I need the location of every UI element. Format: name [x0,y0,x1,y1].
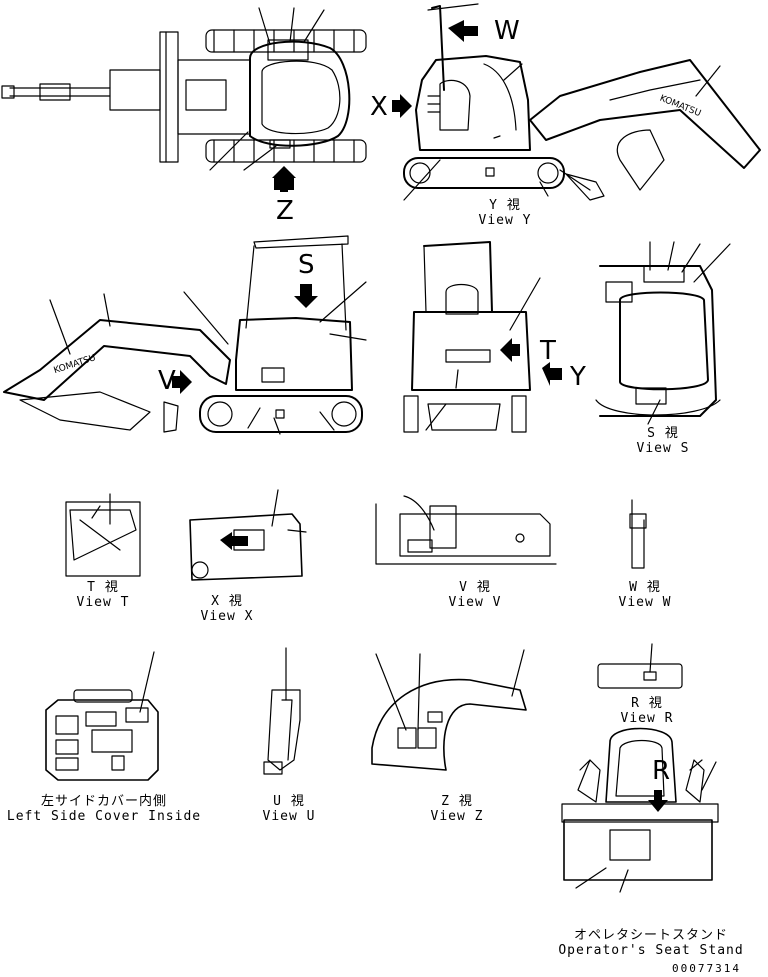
view-x-jp: X 視 [211,594,243,609]
arrow-letter-s: S [298,250,315,280]
left-cover-caption: 左サイドカバー内側 Left Side Cover Inside [4,794,204,824]
svg-text:KOMATSU: KOMATSU [658,94,702,120]
view-w-drawing [630,500,646,568]
view-r-drawing [598,644,682,688]
view-y-jp: Y 視 [489,198,521,213]
view-t-jp: T 視 [87,580,119,595]
seat-stand-en: Operator's Seat Stand [558,943,744,958]
arrow-letter-t: T [540,336,556,366]
seat-stand-jp: オペレタシートスタンド [573,928,728,943]
arrow-letter-x: X [370,92,388,122]
view-s-jp: S 視 [647,426,679,441]
arrow-letter-y: Y [570,362,586,392]
view-x-caption: X 視 View X [192,594,262,624]
arrow-letter-v: V [158,366,176,396]
view-z-en: View Z [430,809,484,824]
seat-stand-caption: オペレタシートスタンド Operator's Seat Stand [556,928,746,958]
view-r-en: View R [620,711,674,726]
view-u-caption: U 視 View U [254,794,324,824]
view-x-en: View X [200,609,254,624]
view-t-en: View T [76,595,130,610]
arrow-letter-z: Z [276,196,294,226]
view-v-drawing [376,496,556,564]
view-v-caption: V 視 View V [440,580,510,610]
arrow-letter-w: W [494,16,520,46]
view-s-caption: S 視 View S [628,426,698,456]
left-cover-en: Left Side Cover Inside [6,809,202,824]
view-u-drawing [264,648,300,774]
view-y-caption: Y 視 View Y [470,198,540,228]
rear-view [404,242,562,432]
view-x-drawing [190,490,306,580]
view-w-en: View W [618,595,672,610]
top-plan-view [2,8,366,192]
view-z-drawing [372,650,526,770]
view-t-caption: T 視 View T [68,580,138,610]
side-view-right: KOMATSU [392,4,760,200]
view-v-jp: V 視 [459,580,491,595]
arrow-letter-r: R [652,756,671,786]
view-z-caption: Z 視 View Z [422,794,492,824]
view-r-jp: R 視 [631,696,663,711]
view-y-en: View Y [478,213,532,228]
view-v-en: View V [448,595,502,610]
view-z-jp: Z 視 [441,794,473,809]
view-w-caption: W 視 View W [610,580,680,610]
view-s-en: View S [636,441,690,456]
left-cover-jp: 左サイドカバー内側 [40,794,167,809]
seat-stand-drawing [562,729,718,893]
view-u-en: View U [262,809,316,824]
view-w-jp: W 視 [629,580,661,595]
left-cover-drawing [46,652,158,780]
view-s-drawing [596,242,730,424]
view-t-drawing [66,494,140,576]
view-r-caption: R 視 View R [612,696,682,726]
view-u-jp: U 視 [273,794,305,809]
document-number: 00077314 [672,962,741,975]
